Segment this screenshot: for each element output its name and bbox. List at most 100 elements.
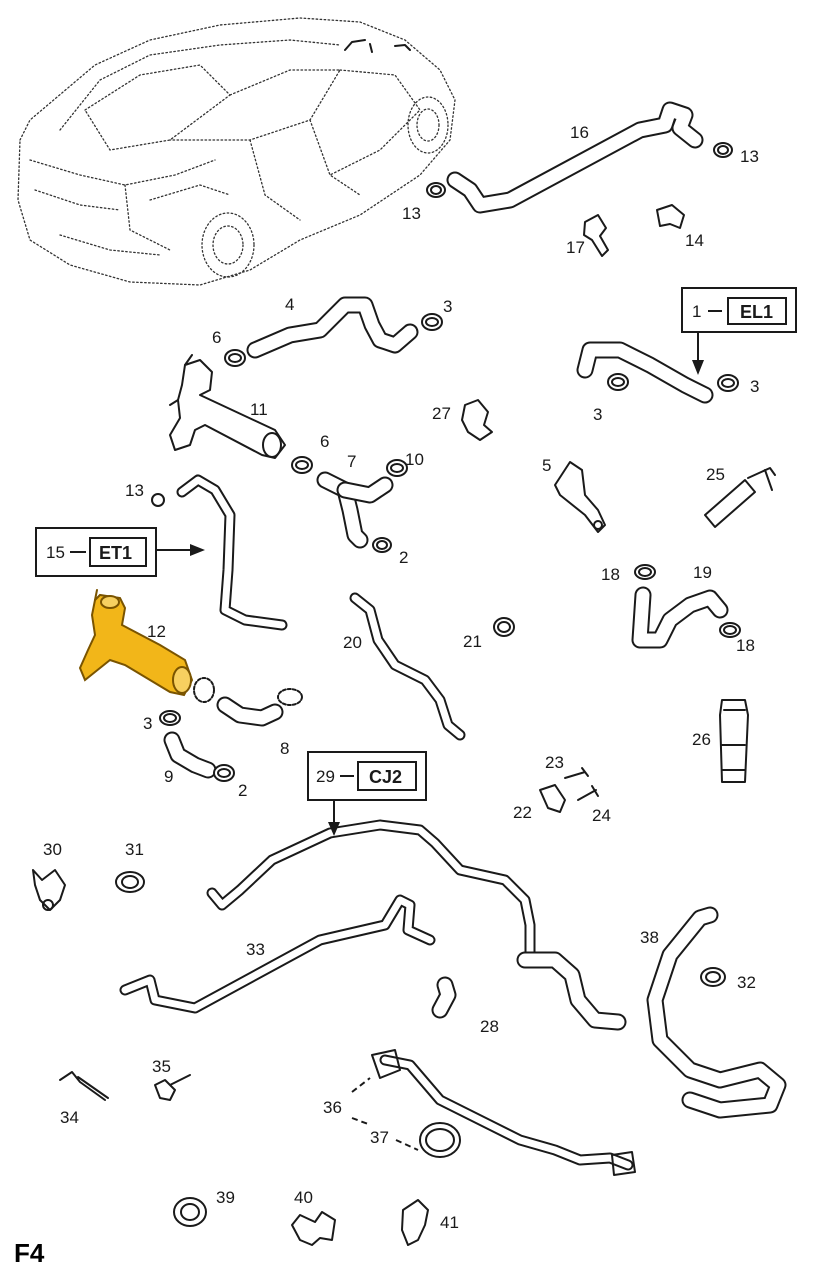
part-14-clip [656, 204, 685, 229]
box-el1-code: EL1 [740, 302, 773, 322]
part-33-pipe [119, 894, 436, 1014]
callout-26: 26 [692, 730, 711, 749]
gasket-right [277, 688, 303, 706]
callout-25: 25 [706, 465, 725, 484]
part-12-coolant-flange-highlighted [78, 589, 194, 697]
clamp-3-el1-left [607, 373, 629, 391]
car-outline-illustration [17, 17, 456, 286]
clamp-32 [700, 967, 726, 987]
callout-28: 28 [480, 1017, 499, 1036]
part-28-hose [431, 976, 457, 1019]
callout-35: 35 [152, 1057, 171, 1076]
callout-36: 36 [323, 1098, 342, 1117]
part-el1-hose [576, 341, 714, 404]
part-cj2-pipe [206, 819, 536, 961]
box-el1-number: 1 [692, 302, 701, 321]
part-27-clip [461, 399, 493, 441]
part-5-bracket [554, 461, 606, 533]
part-19-hose [631, 586, 729, 649]
callout-7: 7 [347, 452, 356, 471]
callout-10: 10 [405, 450, 424, 469]
callout-38: 38 [640, 928, 659, 947]
part-38-hose [646, 906, 787, 1119]
clamp-39 [173, 1197, 207, 1227]
callout-3: 3 [443, 297, 452, 316]
part-40-clip [291, 1211, 336, 1246]
callout-37: 37 [370, 1128, 389, 1147]
callout-31: 31 [125, 840, 144, 859]
box-et1-code: ET1 [99, 543, 132, 563]
part-cj2-hose-end [516, 951, 627, 1031]
callout-2: 2 [238, 781, 247, 800]
callout-20: 20 [343, 633, 362, 652]
clamp-13-top-right [713, 142, 733, 158]
box-cj2-code: CJ2 [369, 767, 402, 787]
callout-11: 11 [250, 400, 268, 419]
callout-22: 22 [513, 803, 532, 822]
part-24-bolt [577, 785, 599, 801]
callout-32: 32 [737, 973, 756, 992]
part-41-clip [401, 1199, 429, 1246]
callout-12: 12 [147, 622, 166, 641]
clamp-10 [386, 459, 408, 477]
box-cj2-number: 29 [316, 767, 335, 786]
callout-13: 13 [402, 204, 421, 223]
box-el1-callout: 1 EL1 [681, 287, 797, 375]
part-23-bolt [564, 767, 589, 779]
callout-9: 9 [164, 767, 173, 786]
callout-27: 27 [432, 404, 451, 423]
callout-23: 23 [545, 753, 564, 772]
callout-3: 3 [143, 714, 152, 733]
callout-6: 6 [320, 432, 329, 451]
clamp-6-part7 [291, 456, 313, 474]
part-20-pipe [349, 592, 466, 741]
part-7-hose [316, 471, 394, 549]
callout-33: 33 [246, 940, 265, 959]
part-35-bolt [154, 1074, 191, 1101]
part-8-hose [216, 696, 284, 727]
clamp-3-part4 [421, 313, 443, 331]
callout-24: 24 [592, 806, 611, 825]
callout-16: 16 [570, 123, 589, 142]
clamp-6-part4 [224, 349, 246, 367]
callout-21: 21 [463, 632, 482, 651]
part-25-sensor [704, 467, 776, 528]
part-26-sealant-tube [719, 699, 749, 783]
box-et1-callout: 15 ET1 [35, 527, 205, 577]
callout-numbers: 16 13 13 17 14 4 3 6 11 27 3 3 6 7 10 5 … [43, 123, 759, 1232]
callout-13: 13 [125, 481, 144, 500]
callout-3: 3 [593, 405, 602, 424]
leader-36-37 [351, 1077, 419, 1151]
clamp-13-mid [151, 493, 165, 507]
callout-17: 17 [566, 238, 585, 257]
gasket-left [193, 677, 215, 703]
clamp-18-top [634, 564, 656, 580]
callout-30: 30 [43, 840, 62, 859]
part-16-hose [446, 101, 704, 214]
callout-3: 3 [750, 377, 759, 396]
callout-34: 34 [60, 1108, 79, 1127]
clamp-2-part9 [213, 764, 235, 782]
part-30-clip [32, 869, 66, 911]
part-37-gasket [419, 1122, 461, 1158]
part-11-coolant-flange [169, 354, 286, 459]
box-et1-number: 15 [46, 543, 65, 562]
part-17-clip [583, 214, 609, 257]
callout-40: 40 [294, 1188, 313, 1207]
callout-6: 6 [212, 328, 221, 347]
part-22-bracket [539, 784, 566, 813]
clamp-21 [493, 617, 515, 637]
callout-5: 5 [542, 456, 551, 475]
part-34-bolt [59, 1071, 109, 1101]
callout-41: 41 [440, 1213, 459, 1232]
clamp-3-el1-right [717, 374, 739, 392]
part-4-hose [246, 296, 419, 359]
part-36-pipe [371, 1049, 636, 1176]
clamp-3-part9 [159, 710, 181, 726]
callout-39: 39 [216, 1188, 235, 1207]
clamp-31 [115, 871, 145, 893]
callout-14: 14 [685, 231, 704, 250]
callout-19: 19 [693, 563, 712, 582]
clamp-13-top-left [426, 182, 446, 198]
